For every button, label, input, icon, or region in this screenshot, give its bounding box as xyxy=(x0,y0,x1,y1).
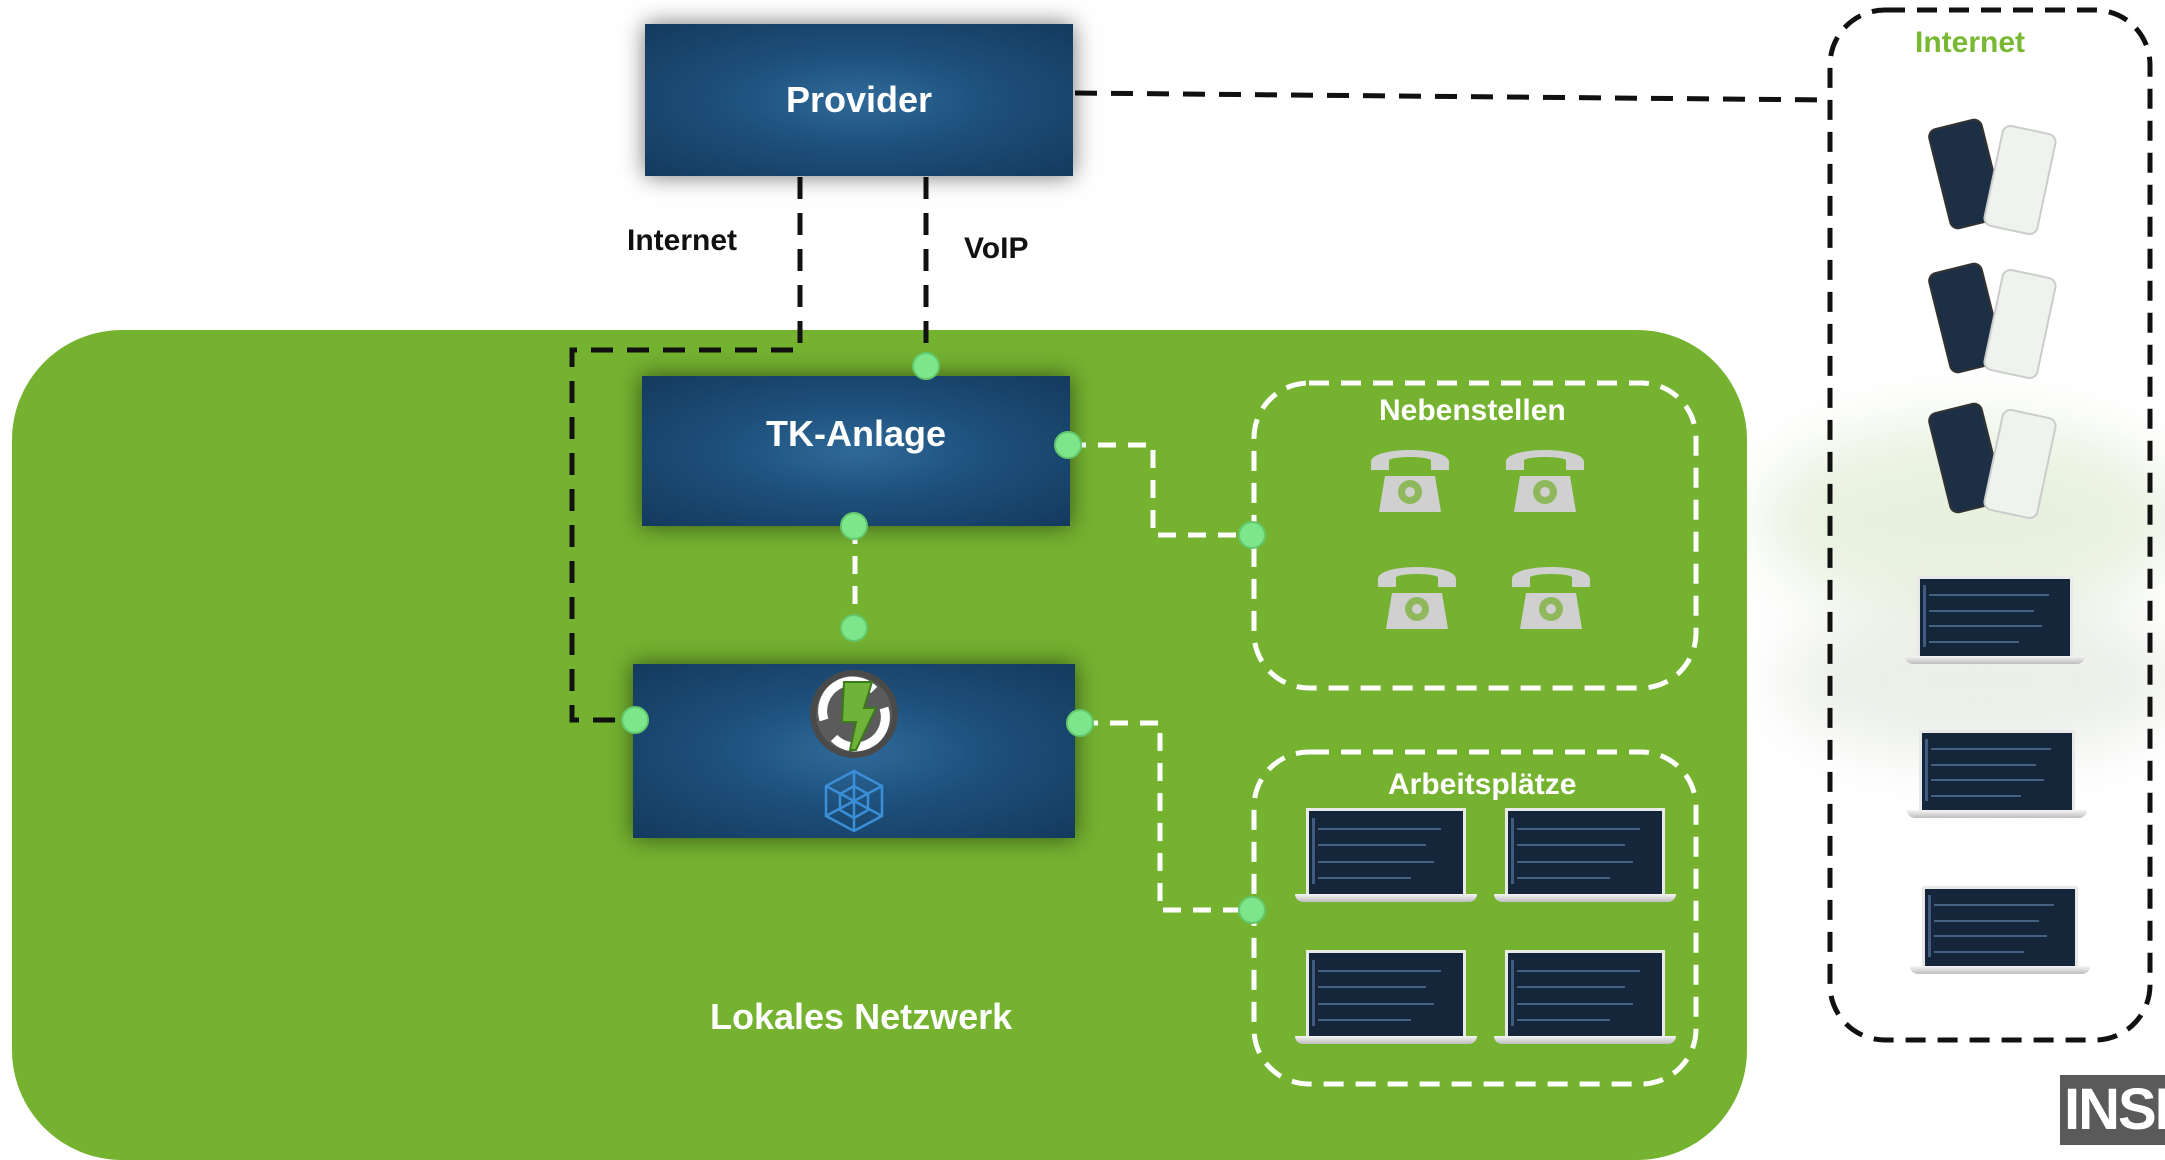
nebenstellen-group-border xyxy=(1251,380,1699,691)
laptop-icon xyxy=(1295,950,1477,1044)
node-arbeitsplaetze xyxy=(1238,896,1266,924)
server-box xyxy=(633,664,1075,838)
nebenstellen-title: Nebenstellen xyxy=(1379,394,1566,427)
provider-box: Provider xyxy=(645,24,1073,176)
internet-uplink-label: Internet xyxy=(627,224,738,257)
desk-phone-icon xyxy=(1506,450,1584,512)
mobile-devices-icon xyxy=(1926,400,2060,521)
tk-anlage-label: TK-Anlage xyxy=(766,413,946,454)
tk-anlage-box: TK-Anlage xyxy=(642,376,1070,526)
company-logo-text: INSE xyxy=(2064,1077,2165,1142)
router-arbeitsplaetze-link xyxy=(1080,720,1252,913)
arbeitsplaetze-title: Arbeitsplätze xyxy=(1388,768,1577,801)
app-logo-icon xyxy=(810,670,898,758)
desk-phone-icon xyxy=(1512,567,1590,629)
desk-phone-icon xyxy=(1378,567,1456,629)
node-voip-tk xyxy=(912,352,940,380)
tk-nebenstellen-link xyxy=(1068,442,1252,538)
node-tk-right xyxy=(1054,431,1082,459)
node-router-top xyxy=(840,614,868,642)
mobile-devices-icon xyxy=(1926,116,2060,237)
provider-internet-link xyxy=(1074,90,1831,103)
node-router-right xyxy=(1066,709,1094,737)
laptop-icon xyxy=(1905,576,2085,664)
laptop-icon xyxy=(1295,808,1477,902)
desk-phone-icon xyxy=(1371,450,1449,512)
laptop-icon xyxy=(1494,950,1676,1044)
mobile-devices-icon xyxy=(1926,260,2060,381)
network-cube-icon xyxy=(824,769,884,833)
laptop-icon xyxy=(1907,730,2087,818)
company-logo: INSE xyxy=(2060,1075,2165,1145)
node-tk-bottom xyxy=(840,512,868,540)
provider-label: Provider xyxy=(785,79,933,120)
lan-label: Lokales Netzwerk xyxy=(710,996,1013,1037)
internet-group-border xyxy=(1827,7,2153,1043)
internet-group-title: Internet xyxy=(1915,26,2026,59)
voip-uplink-label: VoIP xyxy=(964,232,1029,265)
node-router-left xyxy=(621,706,649,734)
laptop-icon xyxy=(1494,808,1676,902)
node-nebenstellen xyxy=(1238,521,1266,549)
internet-uplink xyxy=(569,177,803,723)
laptop-icon xyxy=(1910,886,2090,974)
